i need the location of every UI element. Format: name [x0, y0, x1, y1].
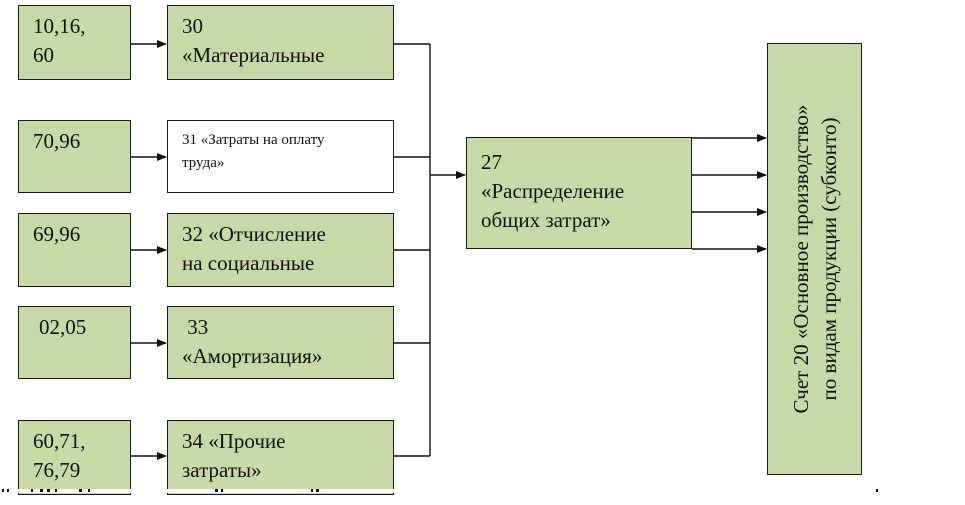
- account-box-32: 32 «Отчисление на социальные: [167, 213, 394, 287]
- source-label: 69,96: [33, 222, 81, 246]
- distribution-label: 27 «Распределение общих затрат»: [481, 150, 625, 232]
- account-box-34: 34 «Прочие затраты»: [167, 420, 394, 495]
- account-label: 33 «Амортизация»: [182, 315, 323, 368]
- clipped-text-fragments: [0, 489, 965, 493]
- source-label: 02,05: [39, 315, 87, 339]
- source-label: 70,96: [33, 129, 81, 153]
- account-label: 32 «Отчисление на социальные: [182, 222, 326, 275]
- target-label-line-2: по видам продукции (субконто): [816, 117, 841, 401]
- target-label-line-1: Счет 20 «Основное производство»: [788, 104, 813, 414]
- source-label: 60,71, 76,79: [33, 429, 86, 482]
- source-box-60-71-76-79: 60,71, 76,79: [18, 420, 131, 495]
- account-label: 30 «Материальные: [182, 14, 325, 67]
- account-box-30: 30 «Материальные: [167, 5, 394, 80]
- source-box-02-05: 02,05: [18, 306, 131, 379]
- target-box-20: Счет 20 «Основное производство» по видам…: [767, 43, 862, 475]
- source-label: 10,16, 60: [33, 14, 86, 67]
- account-box-33: 33 «Амортизация»: [167, 306, 394, 379]
- target-label: Счет 20 «Основное производство» по видам…: [787, 44, 843, 474]
- distribution-box-27: 27 «Распределение общих затрат»: [466, 137, 692, 249]
- source-box-70-96: 70,96: [18, 120, 131, 193]
- account-label: 31 «Затраты на оплату труда»: [182, 132, 325, 171]
- account-box-31: 31 «Затраты на оплату труда»: [167, 120, 394, 193]
- account-label: 34 «Прочие затраты»: [182, 429, 286, 482]
- source-box-10-16-60: 10,16, 60: [18, 5, 131, 80]
- source-box-69-96: 69,96: [18, 213, 131, 287]
